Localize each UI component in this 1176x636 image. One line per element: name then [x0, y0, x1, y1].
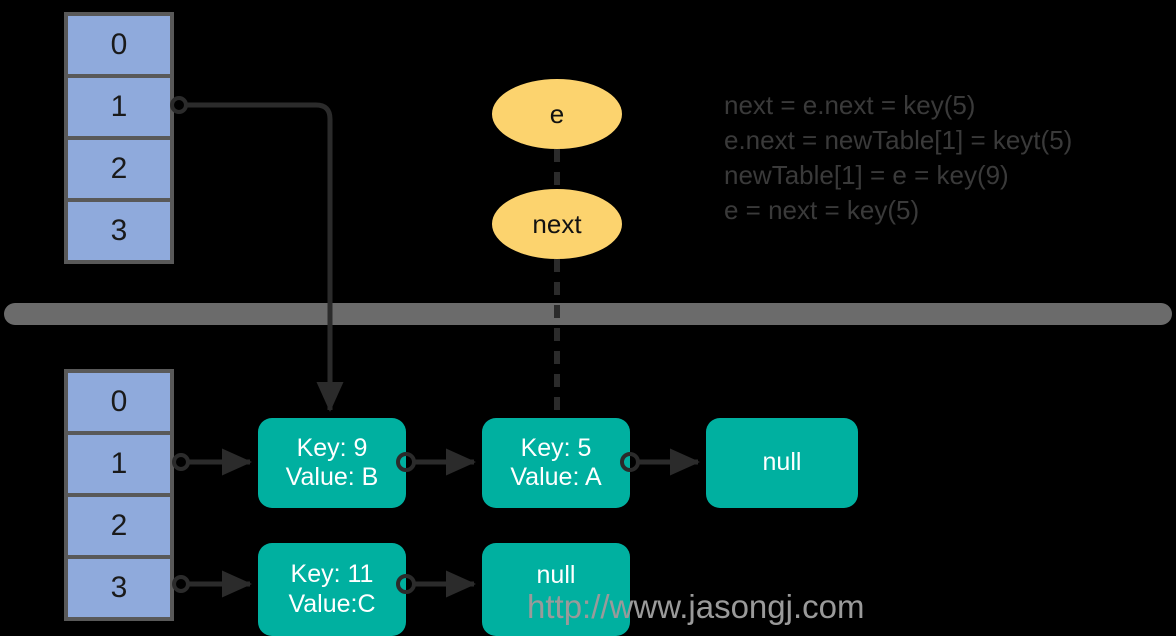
arrow-key5-to-null: [620, 448, 701, 476]
old-bucket-cell-3-label: 3: [110, 214, 128, 247]
section-divider: [4, 303, 1172, 325]
node-key-9-key: Key: 9: [296, 433, 368, 462]
watermark-text: http://www.jasongj.com: [527, 588, 865, 625]
annotation-line-2: newTable[1] = e = key(9): [724, 160, 1009, 190]
node-key-5-value: Value: A: [510, 463, 602, 491]
pointer-ellipse-e[interactable]: e: [492, 79, 622, 149]
new-bucket-cell-1-label: 1: [110, 447, 128, 480]
old-bucket-cell-2[interactable]: 2: [68, 140, 170, 198]
arrow-key9-to-key5: [396, 448, 477, 476]
node-key-11-key: Key: 11: [290, 560, 374, 588]
node-null-primary[interactable]: null: [706, 418, 858, 508]
old-bucket-cell-1[interactable]: 1: [68, 78, 170, 136]
pointer-ellipse-next-label: next: [532, 208, 582, 239]
old-bucket-cell-1-label: 1: [110, 90, 128, 123]
node-key-11[interactable]: Key: 11 Value:C: [258, 543, 406, 636]
arrow-newtable3-to-key11: [172, 570, 253, 598]
new-bucket-cell-1[interactable]: 1: [68, 435, 170, 493]
new-bucket-cell-3-label: 3: [110, 571, 128, 604]
arrow-newtable1-to-key9: [172, 448, 253, 476]
annotation-line-0: next = e.next = key(5): [724, 90, 976, 120]
new-bucket-table: 0 1 2 3: [64, 369, 174, 621]
node-key-5-key: Key: 5: [520, 433, 592, 462]
node-key-11-value: Value:C: [288, 589, 376, 618]
new-bucket-cell-3[interactable]: 3: [68, 559, 170, 617]
arrow-oldtable1-to-key9: [170, 96, 344, 413]
new-bucket-cell-2-label: 2: [110, 509, 128, 542]
old-bucket-cell-3[interactable]: 3: [68, 202, 170, 260]
annotation-block: next = e.next = key(5) e.next = newTable…: [724, 88, 1072, 228]
pointer-ellipse-next[interactable]: next: [492, 189, 622, 259]
node-null-secondary[interactable]: null: [482, 543, 630, 636]
new-bucket-cell-2[interactable]: 2: [68, 497, 170, 555]
annotation-line-1: e.next = newTable[1] = keyt(5): [724, 125, 1073, 155]
old-bucket-cell-0[interactable]: 0: [68, 16, 170, 74]
arrow-key11-to-null: [396, 570, 477, 598]
node-key-5[interactable]: Key: 5 Value: A: [482, 418, 630, 508]
node-null-primary-label: null: [762, 448, 802, 477]
old-bucket-cell-2-label: 2: [110, 152, 128, 185]
node-key-9-value: Value: B: [285, 463, 379, 491]
pointer-ellipse-e-label: e: [549, 98, 565, 129]
new-bucket-cell-0-label: 0: [110, 385, 128, 418]
node-key-9[interactable]: Key: 9 Value: B: [258, 418, 406, 508]
old-bucket-table: 0 1 2 3: [64, 12, 174, 264]
node-null-secondary-label: null: [536, 560, 576, 589]
new-bucket-cell-0[interactable]: 0: [68, 373, 170, 431]
annotation-line-3: e = next = key(5): [724, 195, 920, 225]
old-bucket-cell-0-label: 0: [110, 28, 128, 61]
